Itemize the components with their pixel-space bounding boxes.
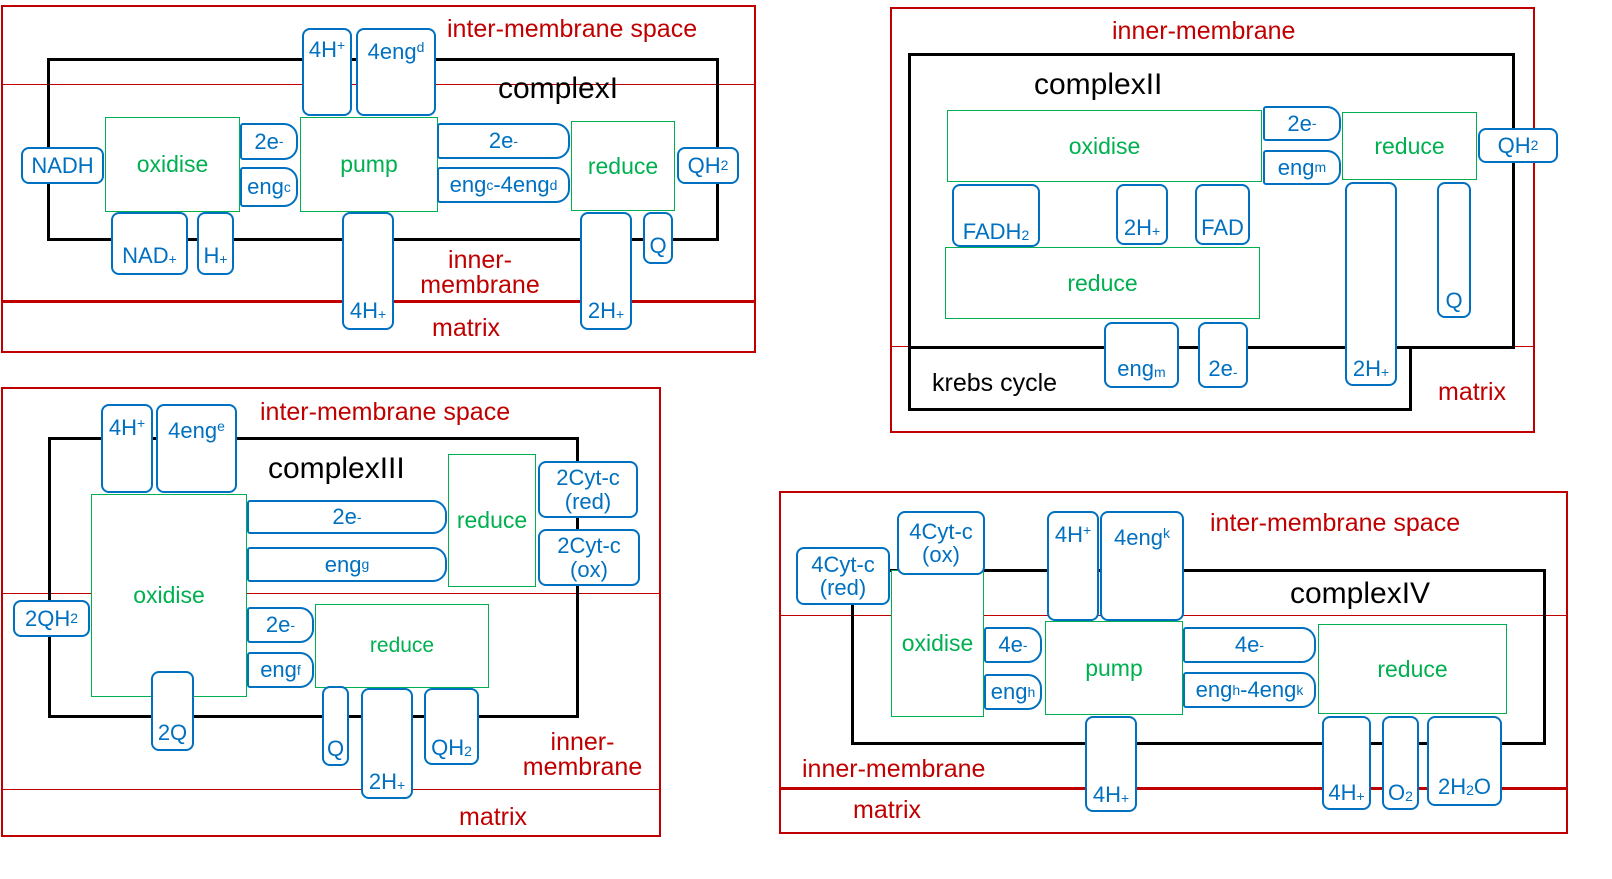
token-2q: 2Q — [151, 671, 194, 751]
complex-ii-title: complexII — [1034, 68, 1163, 101]
label-matrix-c4: matrix — [853, 796, 922, 824]
membrane-line-bottom-c3 — [1, 789, 661, 790]
token-2e-krebs: 2e- — [1198, 322, 1248, 388]
token-4e-c4-left: 4e- — [984, 627, 1042, 663]
token-2e-left: 2e- — [240, 123, 298, 160]
token-2h-c3: 2H+ — [361, 688, 413, 799]
oxidise-box-c3: oxidise — [91, 494, 247, 697]
token-2e-c3-lower: 2e- — [247, 607, 314, 643]
oxidise-box: oxidise — [105, 117, 240, 212]
panel-complex-i — [1, 5, 756, 353]
complex-iii-title: complexIII — [268, 452, 405, 485]
token-4e-c4-mid: 4e- — [1183, 627, 1316, 663]
token-2e-c3-top: 2e- — [247, 500, 447, 534]
token-2h-c2-matrix: 2H+ — [1345, 182, 1397, 386]
token-4h-c4-matrix: 4H+ — [1085, 716, 1137, 812]
token-4h-c3: 4H+ — [101, 404, 153, 493]
membrane-line-top-c3 — [1, 593, 661, 594]
token-q-c1: Q — [643, 212, 673, 264]
reduce-box-c2: reduce — [1342, 112, 1477, 180]
token-4cytc-ox: 4Cyt-c(ox) — [897, 511, 985, 575]
oxidise-box-c2: oxidise — [947, 110, 1262, 182]
token-2h-matrix: 2H+ — [580, 212, 632, 330]
panel-complex-ii — [890, 7, 1535, 433]
label-matrix-c2: matrix — [1438, 378, 1507, 406]
reduce-box: reduce — [571, 121, 675, 211]
complex-iv-box — [851, 569, 1546, 745]
complex-iv-title: complexIV — [1290, 577, 1431, 610]
token-nad-plus: NAD+ — [111, 212, 188, 275]
label-inner-membrane: inner- membrane — [420, 246, 540, 299]
label-krebs-cycle: krebs cycle — [932, 369, 1058, 397]
pump-box-c4: pump — [1045, 621, 1183, 715]
panel-complex-iv — [779, 491, 1568, 834]
label-intermembrane-space-c3: inter-membrane space — [260, 398, 511, 426]
label-inner-membrane-c3: inner- membrane — [522, 728, 643, 781]
token-h-plus: H+ — [197, 212, 234, 275]
reduce-box-c3-top: reduce — [448, 454, 536, 587]
token-q-c2: Q — [1437, 182, 1471, 318]
token-4h-c4-reduce: 4H+ — [1322, 716, 1371, 810]
token-4h-top: 4H+ — [302, 28, 352, 116]
label-intermembrane-space: inter-membrane space — [447, 15, 698, 43]
token-q-c3: Q — [322, 686, 349, 766]
reduce-box-c2-lower: reduce — [945, 247, 1260, 319]
label-matrix-c3: matrix — [459, 803, 528, 831]
membrane-line-bottom-c4 — [779, 787, 1568, 790]
panel-complex-iii — [1, 387, 661, 837]
reduce-box-c4: reduce — [1318, 624, 1507, 714]
token-fad: FAD — [1195, 184, 1250, 245]
token-4cytc-red: 4Cyt-c(red) — [796, 547, 890, 605]
oxidise-box-c4: oxidise — [891, 570, 984, 717]
token-2cytc-ox: 2Cyt-c(ox) — [538, 529, 640, 586]
complex-i-title: complexI — [498, 72, 619, 105]
token-2e-mid: 2e- — [437, 123, 570, 159]
token-2cytc-red: 2Cyt-c(red) — [538, 461, 638, 518]
label-inner-membrane-c2: inner-membrane — [1112, 17, 1296, 45]
token-4h-matrix: 4H+ — [342, 212, 394, 330]
pump-box: pump — [300, 117, 438, 212]
label-intermembrane-space-c4: inter-membrane space — [1210, 509, 1461, 537]
label-inner-membrane-c4: inner-membrane — [802, 755, 986, 783]
label-matrix: matrix — [432, 314, 501, 342]
reduce-box-c3-lower: reduce — [315, 604, 489, 688]
token-4h-c4-top: 4H+ — [1047, 511, 1099, 621]
token-2h-c2-top: 2H+ — [1116, 184, 1168, 245]
token-2e-c2: 2e- — [1263, 106, 1341, 141]
token-nadh: NADH — [21, 147, 104, 184]
